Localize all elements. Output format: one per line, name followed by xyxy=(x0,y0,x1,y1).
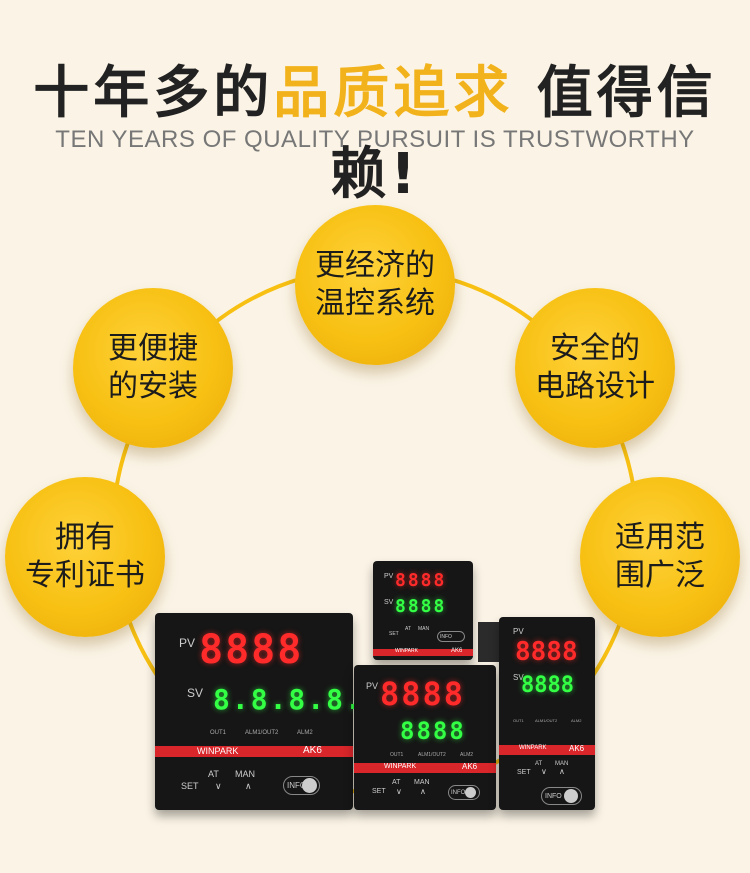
led-alm2: ALM2 xyxy=(297,730,313,736)
man-key[interactable]: MAN xyxy=(414,779,430,786)
up-key-icon[interactable]: ∧ xyxy=(559,767,565,776)
controller-tall: PV 8888 SV 8888 OUT1 ALM1/OUT2 ALM2 WINP… xyxy=(499,617,595,810)
badge-application: 适用范 围广泛 xyxy=(580,477,740,637)
info-key[interactable]: INFO xyxy=(437,631,465,642)
pv-display: 8888 xyxy=(380,675,466,713)
pv-label: PV xyxy=(179,636,196,650)
info-key[interactable]: INFO xyxy=(448,785,480,800)
led-out1: OUT1 xyxy=(513,718,524,723)
badge-patent-text: 拥有 专利证书 xyxy=(25,520,145,593)
headline-accent: 品质追求 xyxy=(273,61,514,126)
info-key[interactable]: INFO xyxy=(283,776,320,795)
pv-label: PV xyxy=(384,573,394,580)
info-key-label: INFO xyxy=(451,789,466,796)
badge-patent: 拥有 专利证书 xyxy=(5,477,165,637)
up-key-icon[interactable]: ∧ xyxy=(420,787,426,796)
headline-part1: 十年多的 xyxy=(33,61,274,126)
brand-band: WINPARK AK6 xyxy=(354,762,496,773)
badge-economy: 更经济的 温控系统 xyxy=(295,205,455,365)
info-knob-icon xyxy=(564,789,578,803)
brand-band: WINPARK AK6 xyxy=(373,648,473,656)
down-key-icon[interactable]: ∨ xyxy=(215,781,222,791)
badge-application-text: 适用范 围广泛 xyxy=(615,520,705,593)
brand-band: WINPARK AK6 xyxy=(155,745,353,757)
down-key-icon[interactable]: ∨ xyxy=(541,767,547,776)
led-alm2: ALM2 xyxy=(571,718,582,723)
badge-safety-text: 安全的 电路设计 xyxy=(535,331,655,404)
pv-label: PV xyxy=(366,681,379,691)
sv-display: 8888 xyxy=(395,596,447,617)
at-key[interactable]: AT xyxy=(535,761,543,767)
at-key[interactable]: AT xyxy=(208,769,219,779)
up-key-icon[interactable]: ∧ xyxy=(245,781,252,791)
down-key-icon[interactable]: ∨ xyxy=(396,787,402,796)
led-alm2: ALM2 xyxy=(460,752,474,758)
brand-band: WINPARK AK6 xyxy=(499,744,595,755)
info-key[interactable]: INFO xyxy=(541,787,582,805)
model-name: AK6 xyxy=(569,744,585,753)
info-knob-icon xyxy=(465,787,476,798)
set-key[interactable]: SET xyxy=(389,631,399,637)
info-key-label: INFO xyxy=(287,781,307,790)
badge-installation: 更便捷 的安装 xyxy=(73,288,233,448)
man-key[interactable]: MAN xyxy=(555,761,569,767)
controller-medium: PV 8888 8888 OUT1 ALM1/OUT2 ALM2 WINPARK… xyxy=(354,665,496,810)
led-out1: OUT1 xyxy=(390,752,404,758)
sv-label: SV xyxy=(384,599,394,606)
brand-name: WINPARK xyxy=(384,763,417,770)
at-key[interactable]: AT xyxy=(392,779,401,786)
sv-label: SV xyxy=(187,686,204,700)
set-key[interactable]: SET xyxy=(372,788,386,795)
led-alm1-out2: ALM1/OUT2 xyxy=(245,730,279,736)
badge-installation-text: 更便捷 的安装 xyxy=(108,331,198,404)
pv-display: 8888 xyxy=(515,637,578,667)
badge-economy-text: 更经济的 温控系统 xyxy=(315,248,435,321)
brand-name: WINPARK xyxy=(197,746,239,756)
set-key[interactable]: SET xyxy=(181,781,199,791)
brand-name: WINPARK xyxy=(519,745,547,751)
info-knob-icon xyxy=(302,778,317,793)
subheadline: TEN YEARS OF QUALITY PURSUIT IS TRUSTWOR… xyxy=(55,126,695,153)
led-alm1-out2: ALM1/OUT2 xyxy=(535,718,558,723)
pv-display: 8888 xyxy=(395,570,447,591)
headline-part3: 值得信赖! xyxy=(330,61,717,207)
model-name: AK6 xyxy=(462,762,478,771)
led-out1: OUT1 xyxy=(210,730,227,736)
model-name: AK6 xyxy=(451,648,463,654)
pv-label: PV xyxy=(513,627,524,636)
info-key-label: INFO xyxy=(545,792,562,800)
set-key[interactable]: SET xyxy=(517,769,531,776)
sv-display: 8888 xyxy=(400,717,466,745)
sv-label: SV xyxy=(513,673,524,682)
info-key-label: INFO xyxy=(440,633,452,640)
pv-display: 8888 xyxy=(199,627,304,673)
sv-display: 8.8.8.8. xyxy=(213,683,364,716)
controller-back-housing xyxy=(478,622,502,662)
controller-large: PV 8888 SV 8.8.8.8. OUT1 ALM1/OUT2 ALM2 … xyxy=(155,613,362,810)
sv-display: 8888 xyxy=(521,673,574,698)
brand-name: WINPARK xyxy=(395,648,418,654)
led-alm1-out2: ALM1/OUT2 xyxy=(418,752,446,758)
badge-safety: 安全的 电路设计 xyxy=(515,288,675,448)
at-key[interactable]: AT xyxy=(405,626,412,632)
man-key[interactable]: MAN xyxy=(235,769,255,779)
headline: 十年多的品质追求 值得信赖! xyxy=(0,48,750,210)
model-name: AK6 xyxy=(303,745,322,756)
man-key[interactable]: MAN xyxy=(418,626,430,632)
controller-small: PV 8888 SV 8888 SET AT MAN INFO WINPARK … xyxy=(373,561,473,660)
